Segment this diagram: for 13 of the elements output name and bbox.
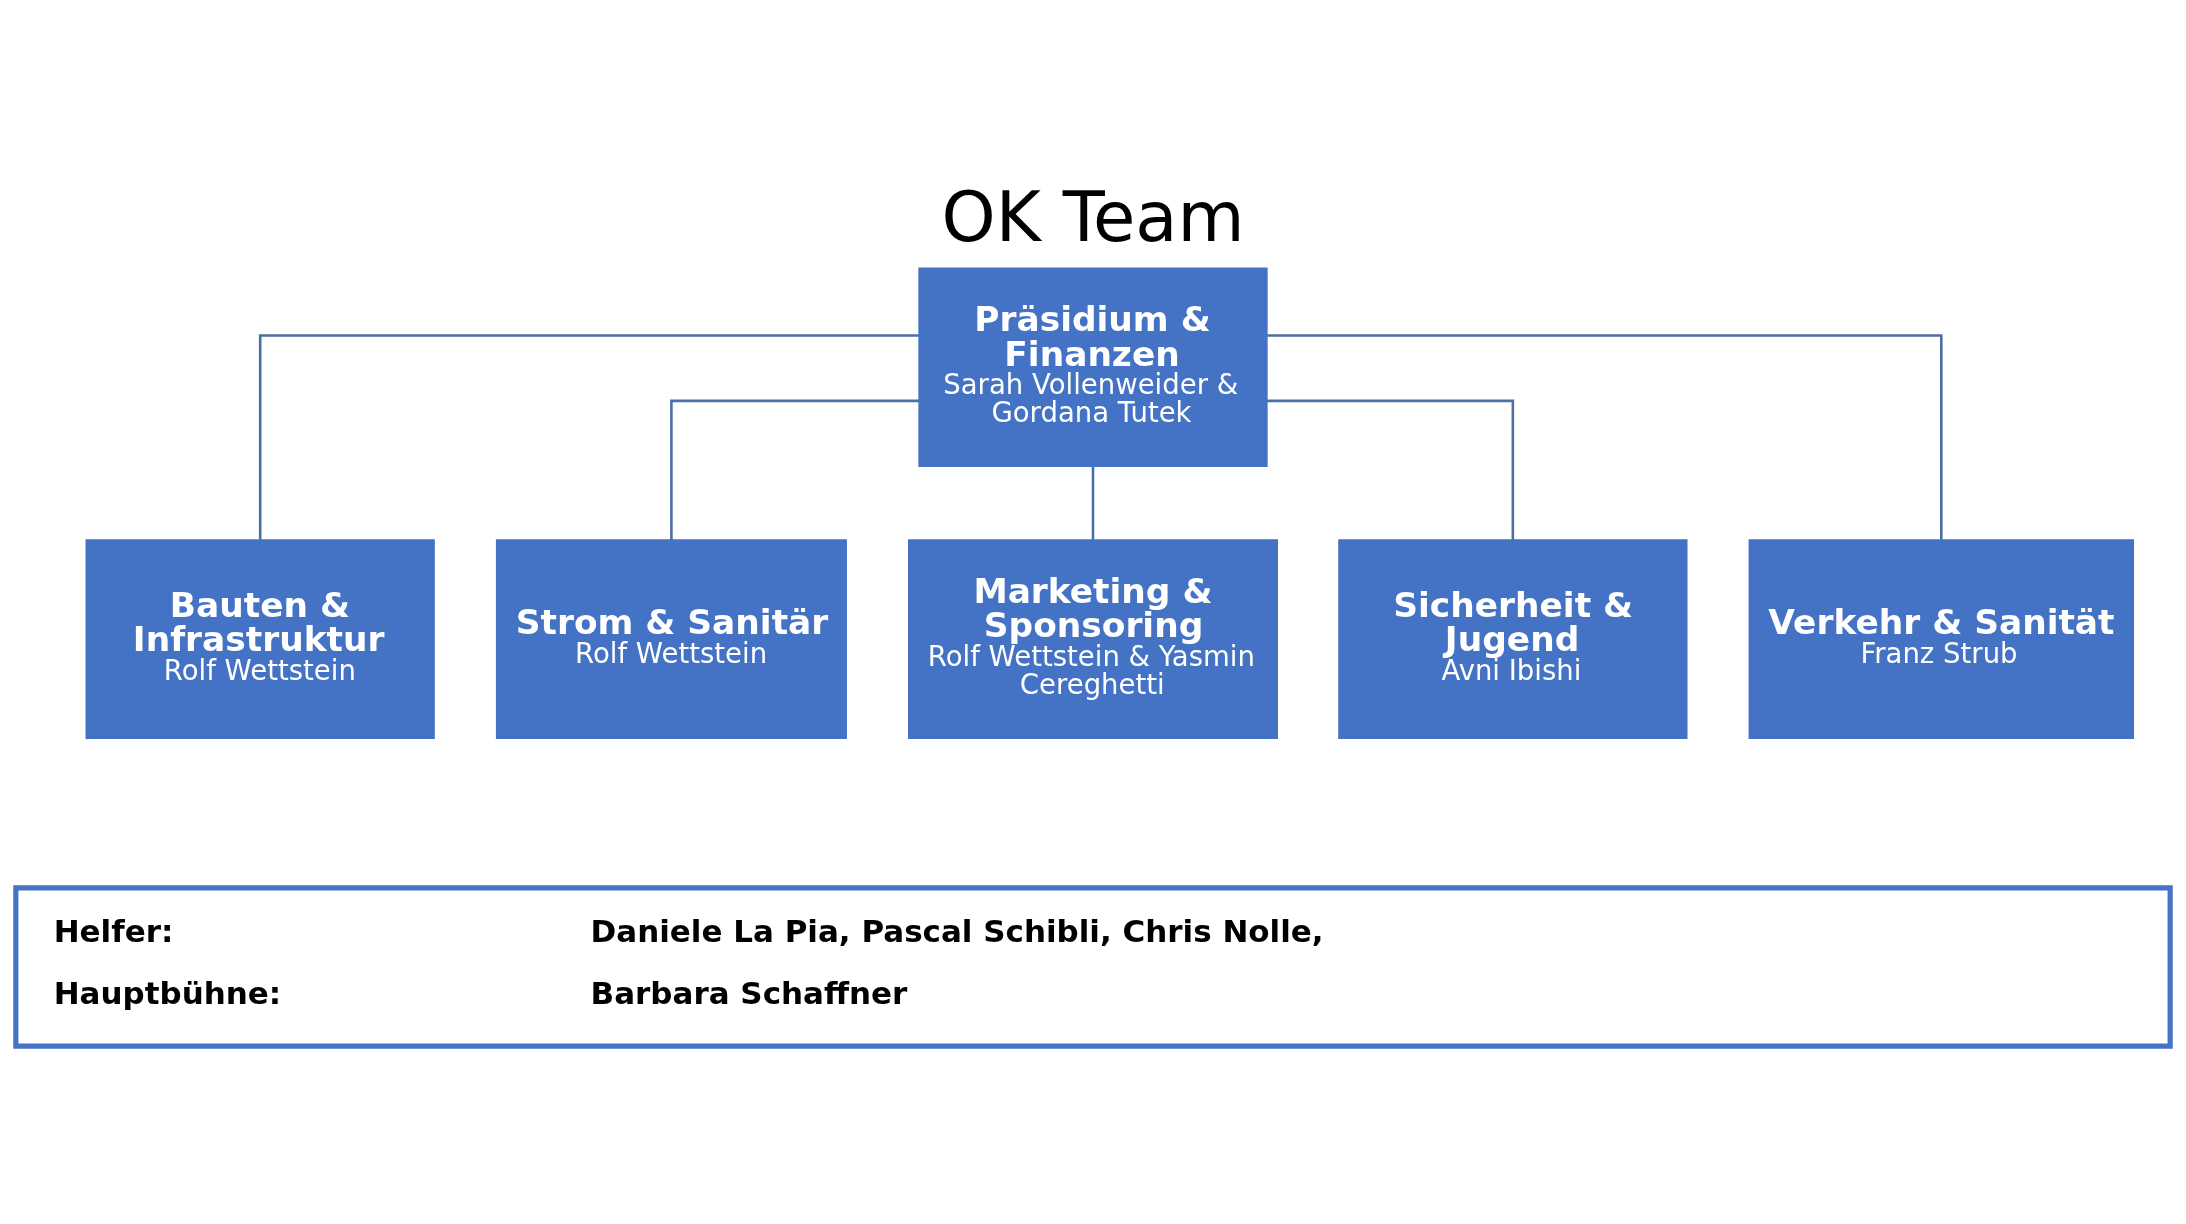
connector (1266, 399, 1515, 540)
node-box: Verkehr & Sanität Franz Strub (1748, 538, 2135, 739)
node-box: Sicherheit & Jugend Avni Ibishi (1338, 538, 1688, 739)
connector (1267, 333, 1943, 540)
node-box: Helfer: Daniele La Pia, Pascal Schibli, Chris Nolle, Hauptbühne: Barbara Schaffner (13, 884, 2173, 1049)
node-box: Präsidium & Finanzen Sarah Vollenweider & Gordana Tutek (918, 267, 1268, 467)
connector (670, 399, 920, 540)
connector (1091, 466, 1095, 540)
connector (258, 333, 919, 540)
node-box: Marketing & Sponsoring Rolf Wettstein & Yasmin Cereghetti (908, 538, 1278, 739)
diagram-title: OK Team (941, 176, 1245, 257)
node-box: Bauten & Infrastruktur Rolf Wettstein (85, 538, 435, 739)
node-box: Strom & Sanitär Rolf Wettstein (495, 538, 847, 739)
